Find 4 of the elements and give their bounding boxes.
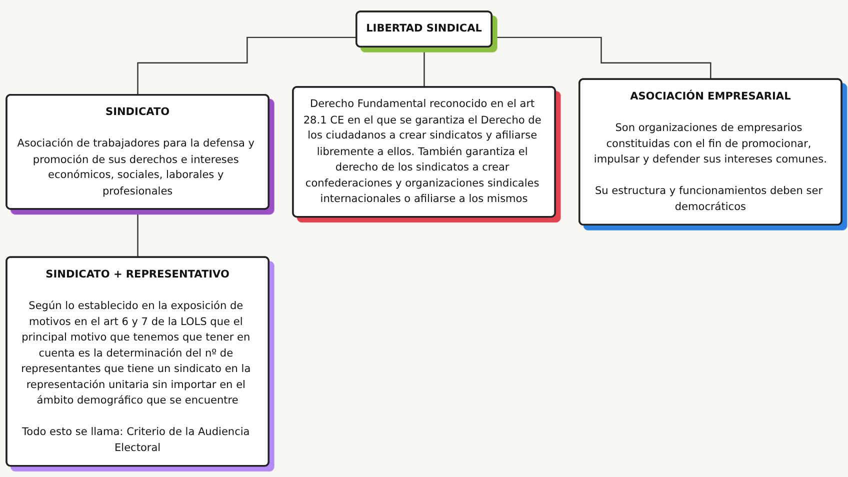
connector <box>137 36 357 96</box>
connector <box>137 208 139 258</box>
connector <box>492 36 712 80</box>
connector <box>424 46 425 88</box>
